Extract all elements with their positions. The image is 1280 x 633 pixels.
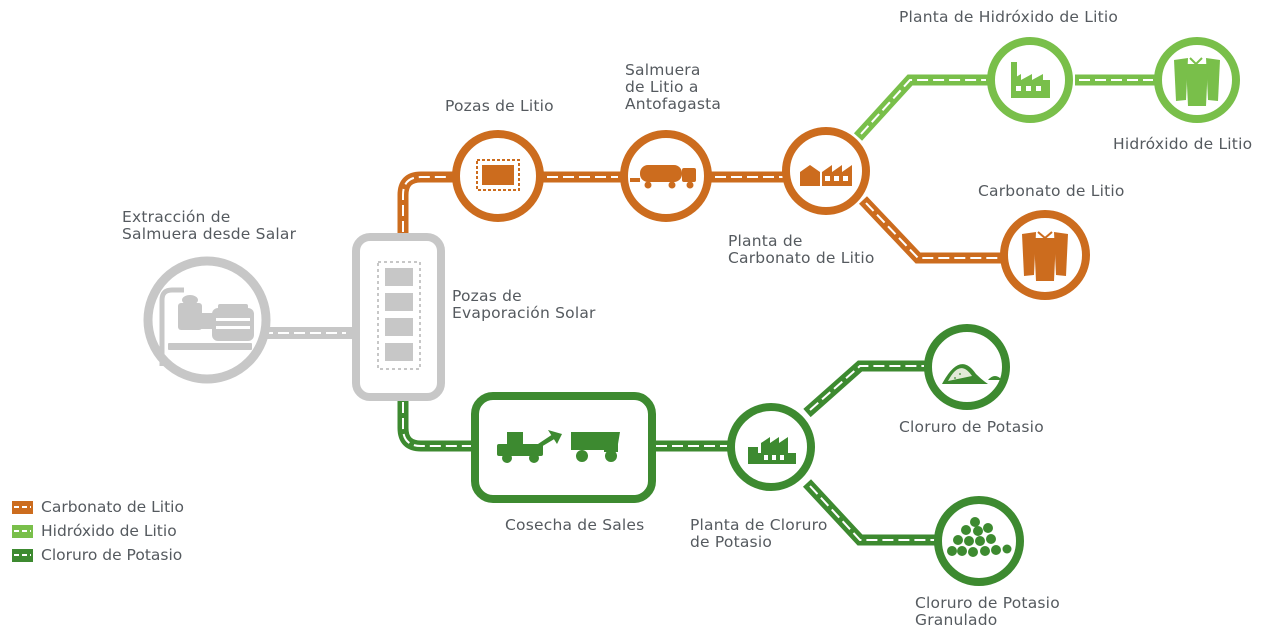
flow-line-carbonato [397, 171, 1006, 264]
node-cloruro-potasio [924, 324, 1010, 410]
node-hidroxido-litio [1154, 37, 1240, 123]
label-line: Planta de Hidróxido de Litio [899, 8, 1119, 26]
legend-label: Hidróxido de Litio [41, 522, 177, 540]
label-line: Planta de Cloruro [690, 516, 828, 534]
label-line: Carbonato de Litio [978, 182, 1125, 200]
label-line: Evaporación Solar [452, 304, 596, 322]
node-extraccion [143, 256, 271, 384]
label-line: Pozas de Litio [445, 97, 554, 115]
label-line: de Litio a [625, 78, 699, 96]
label-line: Hidróxido de Litio [1113, 135, 1253, 153]
legend-label: Cloruro de Potasio [41, 546, 183, 564]
loader-truck-icon [497, 430, 620, 463]
node-planta-hidroxido [987, 37, 1073, 123]
label-line: Pozas de [452, 287, 522, 305]
label-cloruro-potasio: Cloruro de Potasio [899, 419, 1044, 436]
legend-swatch [12, 501, 33, 514]
label-line: Carbonato de Litio [728, 249, 875, 267]
label-line: de Potasio [690, 533, 773, 551]
label-line: Salmuera [625, 61, 701, 79]
node-planta-cloruro [727, 403, 815, 491]
factory-icon [1011, 62, 1050, 98]
factory-icon [800, 165, 852, 186]
label-pozas-litio: Pozas de Litio [445, 98, 554, 115]
legend-label: Carbonato de Litio [41, 498, 184, 516]
pump-icon [159, 287, 254, 366]
granules-icon [947, 517, 1012, 557]
label-line: Salmuera desde Salar [122, 225, 297, 243]
label-line: Planta de [728, 232, 803, 250]
label-cosecha-sales: Cosecha de Sales [505, 517, 644, 534]
bags-icon [1174, 57, 1220, 106]
flow-line-hidroxido [853, 74, 1157, 141]
label-planta-carbonato: Planta de Carbonato de Litio [728, 233, 875, 267]
tanker-truck-icon [630, 165, 696, 189]
label-hidroxido-litio: Hidróxido de Litio [1113, 136, 1252, 153]
label-carbonato-litio: Carbonato de Litio [978, 183, 1125, 200]
node-planta-carbonato [782, 127, 870, 215]
factory-icon [748, 437, 796, 464]
label-line: Cloruro de Potasio [915, 594, 1060, 612]
powder-pile-icon [942, 364, 1002, 384]
label-line: Cloruro de Potasio [899, 418, 1044, 436]
label-planta-cloruro: Planta de Cloruro de Potasio [690, 517, 828, 551]
label-line: Cosecha de Sales [505, 516, 645, 534]
node-pozas-litio [452, 130, 544, 222]
node-evaporacion [352, 233, 445, 401]
legend-swatch [12, 525, 33, 538]
flow-line-cloruro [397, 360, 940, 546]
label-line: Antofagasta [625, 95, 722, 113]
node-cosecha-sales [471, 392, 656, 503]
label-line: Granulado [915, 611, 998, 629]
node-cloruro-granulado [934, 496, 1024, 586]
legend-swatch [12, 549, 33, 562]
bags-icon [1022, 231, 1068, 281]
label-line: Extracción de [122, 208, 231, 226]
label-salmuera-antofagasta: Salmuera de Litio a Antofagasta [625, 62, 721, 113]
evaporation-ponds-icon [377, 261, 421, 370]
lithium-pond-icon [476, 159, 520, 191]
node-salmuera-antofagasta [620, 130, 712, 222]
label-cloruro-granulado: Cloruro de Potasio Granulado [915, 595, 1060, 629]
label-extraccion: Extracción de Salmuera desde Salar [122, 209, 296, 243]
node-carbonato-litio [1000, 210, 1090, 300]
label-evaporacion: Pozas de Evaporación Solar [452, 288, 596, 322]
label-planta-hidroxido: Planta de Hidróxido de Litio [899, 9, 1118, 26]
